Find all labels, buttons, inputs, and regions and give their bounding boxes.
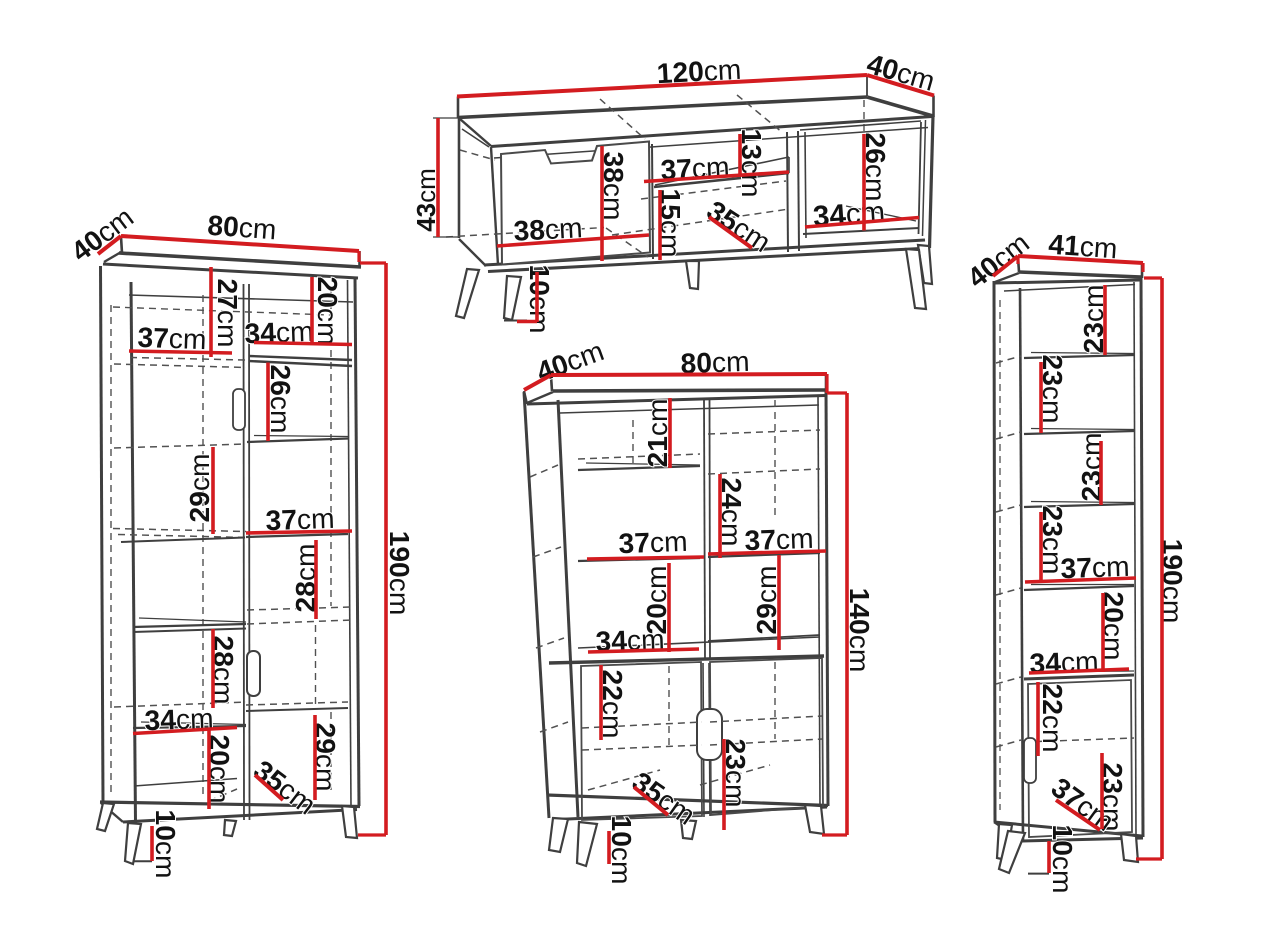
svg-text:10cm: 10cm: [524, 265, 556, 334]
svg-text:10cm: 10cm: [606, 816, 638, 885]
svg-text:10cm: 10cm: [1047, 825, 1079, 894]
svg-text:29cm: 29cm: [750, 566, 782, 635]
svg-text:21cm: 21cm: [641, 399, 673, 468]
svg-text:13cm: 13cm: [736, 129, 768, 198]
svg-text:20cm: 20cm: [312, 277, 344, 346]
svg-text:41cm: 41cm: [1047, 228, 1118, 265]
svg-text:22cm: 22cm: [1037, 684, 1069, 753]
svg-text:10cm: 10cm: [150, 810, 182, 879]
svg-text:37cm: 37cm: [618, 525, 688, 559]
svg-text:190cm: 190cm: [384, 531, 416, 616]
svg-text:80cm: 80cm: [206, 209, 277, 246]
svg-text:29cm: 29cm: [183, 454, 215, 523]
svg-text:27cm: 27cm: [212, 279, 244, 348]
svg-text:40cm: 40cm: [65, 200, 139, 267]
svg-text:40cm: 40cm: [863, 47, 938, 97]
svg-text:35cm: 35cm: [701, 194, 776, 258]
